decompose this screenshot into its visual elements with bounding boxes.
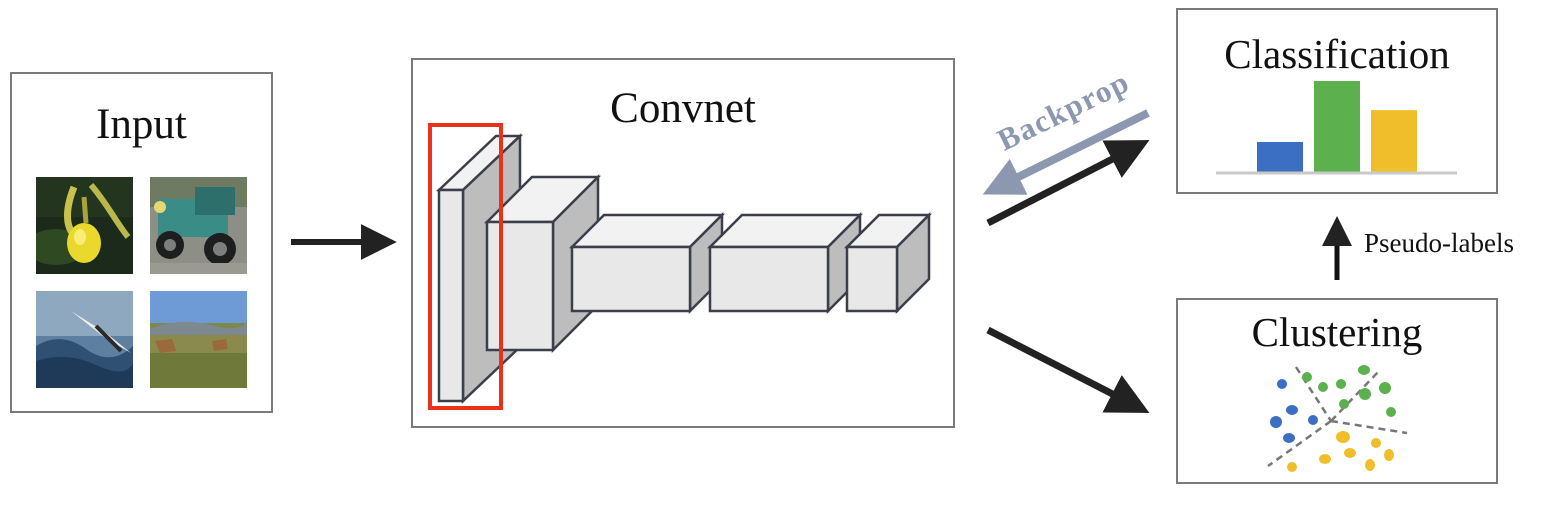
cluster-point <box>1344 448 1356 458</box>
cluster-boundaries <box>1267 366 1408 468</box>
cluster-point <box>1365 459 1375 471</box>
pseudo-labels-label: Pseudo-labels <box>1364 228 1514 258</box>
cluster-point <box>1318 382 1328 392</box>
conv-layer-5 <box>843 211 933 315</box>
conv-layer-4 <box>706 211 864 315</box>
cluster-point <box>1287 462 1297 472</box>
photo-car <box>150 177 247 274</box>
backprop-label: Backprop <box>992 64 1135 158</box>
cluster-point <box>1339 399 1349 409</box>
first-layer-highlight <box>428 123 503 410</box>
cluster-point <box>1359 388 1371 400</box>
clustering-panel: Clustering <box>1176 298 1498 484</box>
cluster-point <box>1302 372 1312 382</box>
cluster-point <box>1319 454 1331 464</box>
backprop-arrow <box>982 109 1150 195</box>
cluster-point <box>1277 379 1287 389</box>
convnet-to-classification-arrow <box>986 140 1150 227</box>
photo-flower <box>36 177 133 274</box>
classification-bar-2 <box>1314 81 1360 172</box>
input-title: Input <box>96 101 187 148</box>
cluster-points <box>1270 365 1396 472</box>
classification-bar-3 <box>1371 110 1417 172</box>
cluster-point <box>1384 449 1394 461</box>
convnet-title: Convnet <box>610 85 756 132</box>
photo-bird-waves <box>36 291 133 388</box>
classification-bar-1 <box>1257 141 1303 172</box>
cluster-point <box>1386 407 1396 417</box>
classification-title: Classification <box>1224 31 1450 77</box>
cluster-point <box>1379 382 1391 394</box>
photo-deer-field <box>150 291 247 388</box>
cluster-point <box>1286 405 1298 415</box>
classification-bars <box>1257 81 1417 172</box>
cluster-point <box>1371 438 1381 448</box>
conv-layer-3 <box>568 211 726 315</box>
cluster-point <box>1336 431 1350 443</box>
clustering-title: Clustering <box>1251 309 1423 355</box>
cluster-point <box>1358 365 1370 375</box>
convnet-to-clustering-arrow <box>986 326 1150 413</box>
cluster-point <box>1308 415 1318 425</box>
cluster-point <box>1283 433 1295 443</box>
cluster-point <box>1336 379 1346 389</box>
cluster-point <box>1270 416 1282 428</box>
